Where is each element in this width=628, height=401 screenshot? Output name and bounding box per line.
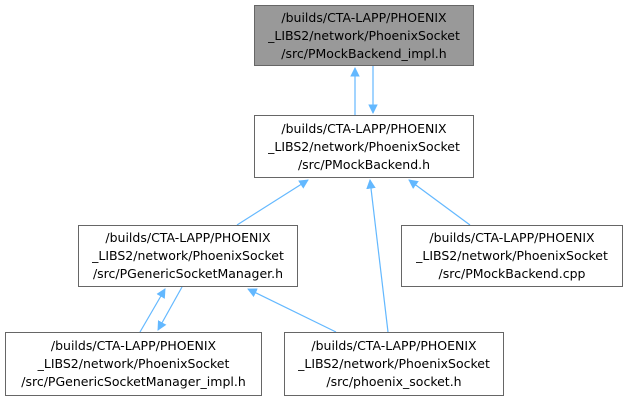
node-phoenix-socket-h[interactable]: /builds/CTA-LAPP/PHOENIX _LIBS2/network/… bbox=[284, 332, 504, 396]
node-label-line: _LIBS2/network/PhoenixSocket bbox=[92, 248, 284, 263]
edge-phoenix_socket-to-backend_h bbox=[366, 179, 389, 333]
node-label-line: /builds/CTA-LAPP/PHOENIX bbox=[50, 338, 217, 353]
node-label-line: /src/PGenericSocketManager_impl.h bbox=[21, 374, 246, 389]
node-label-line: _LIBS2/network/PhoenixSocket bbox=[416, 248, 608, 263]
node-label-line: /src/PGenericSocketManager.h bbox=[92, 266, 284, 281]
node-label-line: _LIBS2/network/PhoenixSocket bbox=[268, 27, 460, 43]
edge-phoenix_socket-to-gsm_h bbox=[247, 288, 337, 333]
node-label-line: _LIBS2/network/PhoenixSocket bbox=[268, 138, 460, 154]
node-label-line: /builds/CTA-LAPP/PHOENIX bbox=[281, 9, 447, 25]
node-label-line: _LIBS2/network/PhoenixSocket bbox=[298, 356, 490, 371]
node-pmockbackend-cpp[interactable]: /builds/CTA-LAPP/PHOENIX _LIBS2/network/… bbox=[401, 225, 623, 287]
node-label-line: /builds/CTA-LAPP/PHOENIX bbox=[311, 338, 477, 353]
node-label-line: _LIBS2/network/PhoenixSocket bbox=[37, 356, 230, 371]
node-label-line: /builds/CTA-LAPP/PHOENIX bbox=[429, 230, 595, 245]
node-pmockbackend-impl-h: /builds/CTA-LAPP/PHOENIX _LIBS2/network/… bbox=[254, 5, 474, 66]
node-pmockbackend-h[interactable]: /builds/CTA-LAPP/PHOENIX _LIBS2/network/… bbox=[254, 115, 474, 178]
node-label-line: /src/PMockBackend_impl.h bbox=[281, 45, 447, 61]
node-pgenericsocketmanager-h[interactable]: /builds/CTA-LAPP/PHOENIX _LIBS2/network/… bbox=[78, 225, 298, 287]
edge-backend_cpp-to-backend_h bbox=[408, 179, 471, 226]
node-label-line: /src/PMockBackend.cpp bbox=[438, 266, 586, 281]
edge-gsm_impl-to-gsm_h bbox=[139, 288, 166, 333]
node-pgenericsocketmanager-impl-h[interactable]: /builds/CTA-LAPP/PHOENIX _LIBS2/network/… bbox=[5, 332, 262, 396]
node-label-line: /builds/CTA-LAPP/PHOENIX bbox=[105, 230, 271, 245]
edge-gsm_h-to-backend_h bbox=[236, 179, 309, 226]
edge-gsm_h-to-gsm_impl bbox=[157, 286, 183, 331]
node-label-line: /src/PMockBackend.h bbox=[297, 156, 431, 172]
node-label-line: /builds/CTA-LAPP/PHOENIX bbox=[281, 120, 447, 136]
node-label-line: /src/phoenix_socket.h bbox=[326, 374, 462, 389]
